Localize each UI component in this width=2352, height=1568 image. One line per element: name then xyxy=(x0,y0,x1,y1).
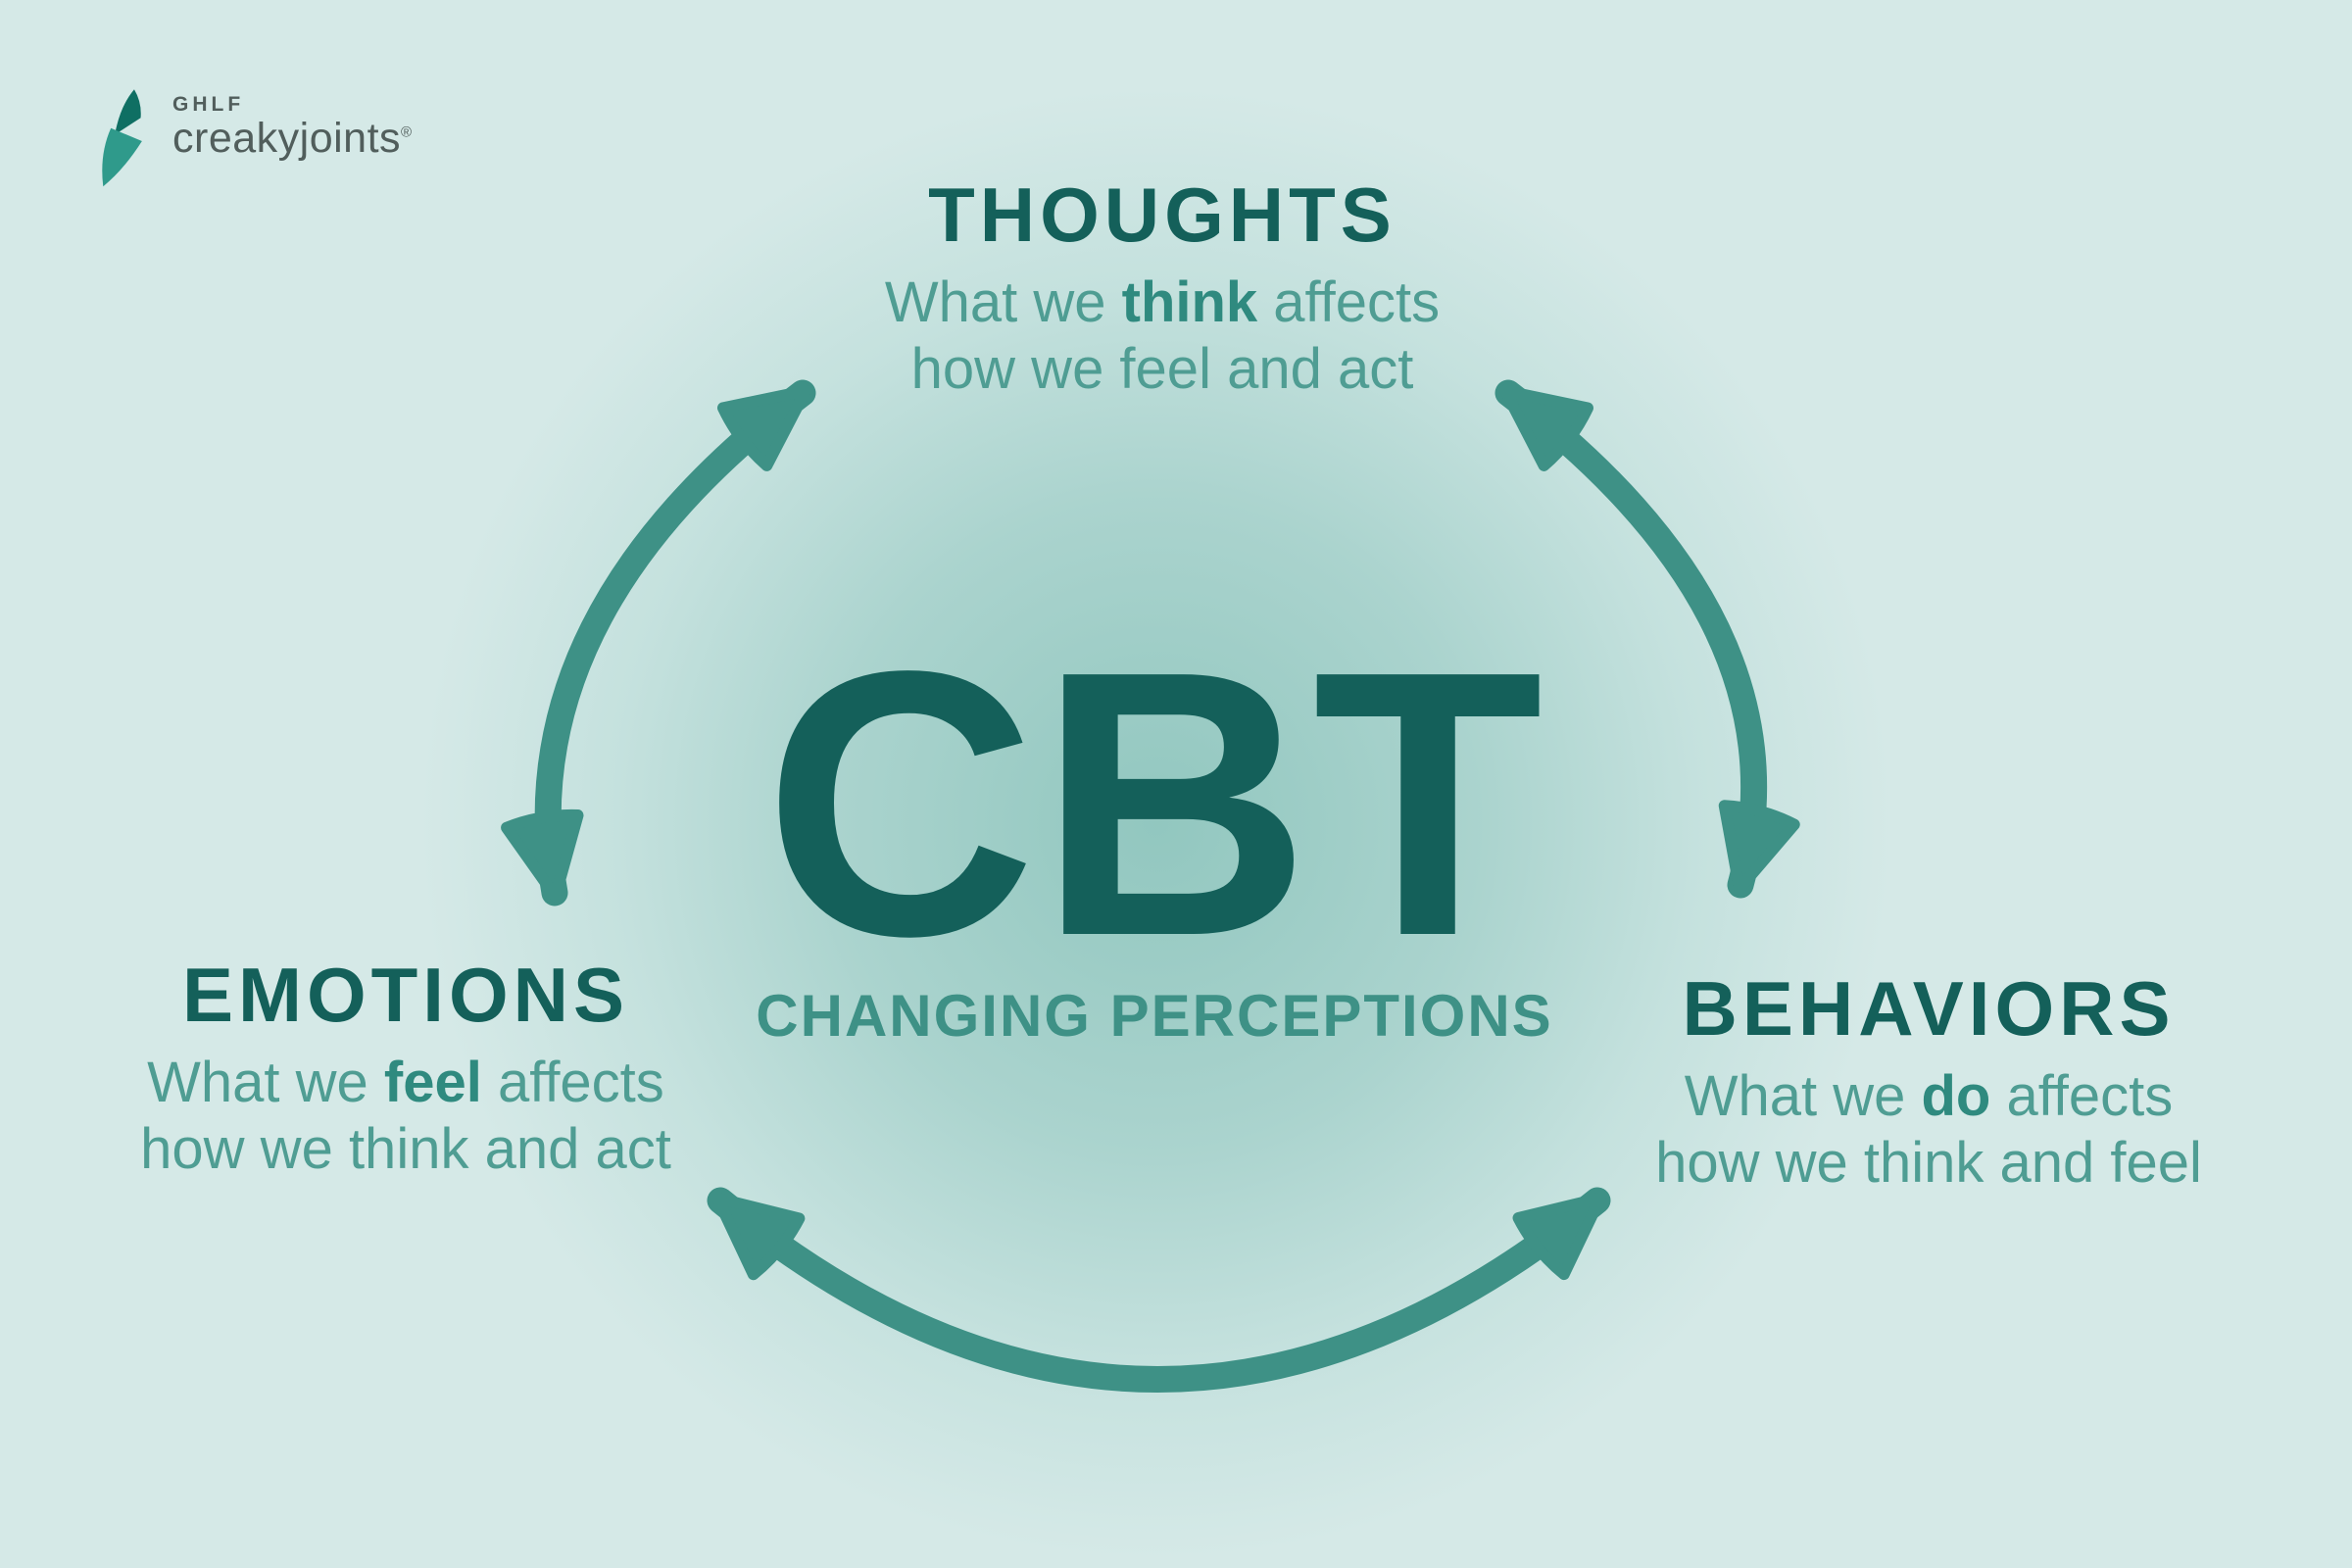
thoughts-title: THOUGHTS xyxy=(928,172,1396,258)
behaviors-line2: how we think and feel xyxy=(1655,1131,2202,1195)
arrow-emotions-behaviors xyxy=(707,1187,1611,1393)
logo-brand-text: creakyjoints xyxy=(172,115,402,163)
cbt-title: CBT xyxy=(763,592,1545,1014)
center-block: CBT CHANGING PERCEPTIONS xyxy=(756,592,1553,1050)
emotions-title: EMOTIONS xyxy=(181,952,629,1038)
emotions-line2: how we think and act xyxy=(140,1117,671,1181)
node-emotions: EMOTIONS What we feel affects how we thi… xyxy=(140,953,671,1183)
behaviors-keyword: do xyxy=(1921,1064,1991,1128)
emotions-subtitle: What we feel affects how we think and ac… xyxy=(140,1050,671,1183)
behaviors-line1-pre: What we xyxy=(1684,1064,1922,1128)
behaviors-subtitle: What we do affects how we think and feel xyxy=(1655,1063,2202,1197)
logo-brand-name: creakyjoints® xyxy=(172,117,413,161)
node-behaviors: BEHAVIORS What we do affects how we thin… xyxy=(1655,966,2202,1197)
logo-text: GHLF creakyjoints® xyxy=(172,88,413,161)
behaviors-line1-post: affects xyxy=(1990,1064,2174,1128)
thoughts-line1-post: affects xyxy=(1257,270,1441,334)
arrow-thoughts-emotions xyxy=(501,379,816,906)
brand-logo: GHLF creakyjoints® xyxy=(98,88,413,194)
node-thoughts: THOUGHTS What we think affects how we fe… xyxy=(885,172,1440,403)
emotions-line1-post: affects xyxy=(481,1051,664,1114)
thoughts-keyword: think xyxy=(1121,270,1258,334)
creakyjoints-logo-icon xyxy=(102,89,142,187)
emotions-line1-pre: What we xyxy=(147,1051,384,1114)
thoughts-line2: how we feel and act xyxy=(910,337,1414,401)
logo-org-name: GHLF xyxy=(172,93,245,116)
behaviors-title: BEHAVIORS xyxy=(1682,965,2176,1052)
registered-mark: ® xyxy=(401,123,413,141)
thoughts-subtitle: What we think affects how we feel and ac… xyxy=(885,270,1440,403)
cbt-tagline: CHANGING PERCEPTIONS xyxy=(756,983,1553,1049)
thoughts-line1-pre: What we xyxy=(884,270,1122,334)
arrow-thoughts-behaviors xyxy=(1494,379,1800,899)
emotions-keyword: feel xyxy=(383,1051,482,1114)
